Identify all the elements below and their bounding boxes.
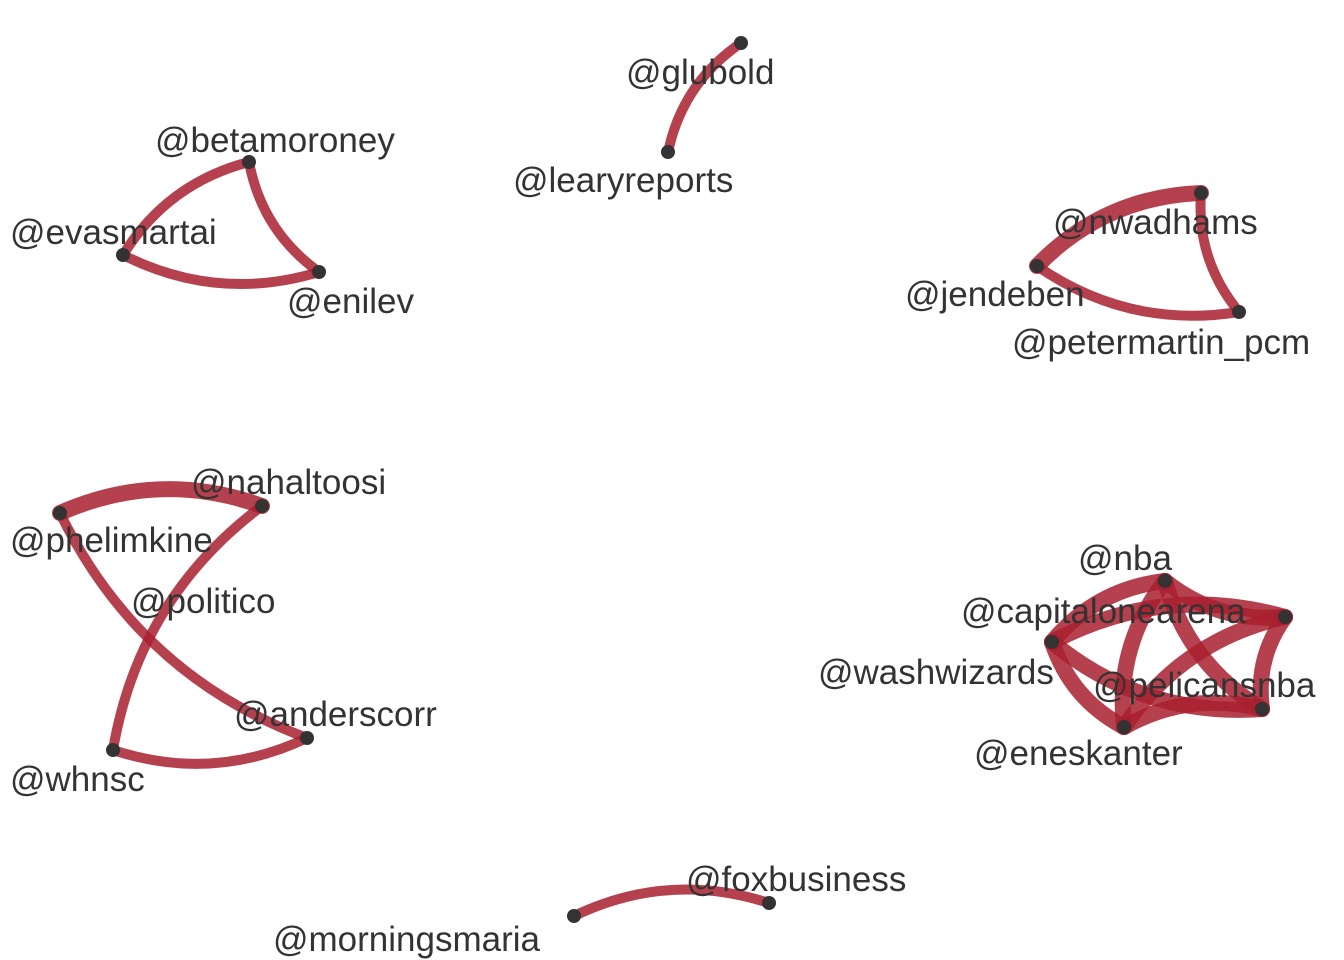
node-jendeben	[1030, 259, 1044, 273]
node-petermartin_pcm	[1232, 305, 1246, 319]
node-label-glubold: @glubold	[626, 53, 774, 92]
node-label-politico: @politico	[131, 582, 275, 621]
edge-whnsc-anderscorr	[108, 733, 312, 769]
node-pelicansnba	[1255, 702, 1269, 716]
edge-foxbusiness-morningsmaria	[569, 884, 774, 921]
node-whnsc	[106, 743, 120, 757]
node-foxbusiness	[762, 896, 776, 910]
node-label-washwizards: @washwizards	[818, 653, 1054, 692]
node-nwadhams	[1194, 186, 1208, 200]
node-learyreports	[661, 145, 675, 159]
node-label-petermartin_pcm: @petermartin_pcm	[1012, 323, 1310, 362]
node-nba	[1158, 574, 1172, 588]
edge-phelimkine-anderscorr	[55, 508, 312, 743]
node-label-morningsmaria: @morningsmaria	[273, 920, 541, 959]
node-label-betamoroney: @betamoroney	[155, 121, 395, 160]
edge-evasmartai-enilev	[118, 250, 324, 290]
node-evasmartai	[116, 248, 130, 262]
node-label-pelicansnba: @pelicansnba	[1093, 666, 1316, 705]
label-layer: @glubold @learyreports @betamoroney @evasma…	[10, 53, 1316, 959]
node-enilev	[312, 265, 326, 279]
node-layer	[53, 36, 1292, 923]
node-label-enilev: @enilev	[287, 282, 414, 321]
edge-glubold-learyreports	[663, 38, 746, 157]
node-label-learyreports: @learyreports	[513, 161, 733, 200]
edge-betamoroney-enilev	[244, 157, 324, 277]
node-capitalonearena	[1278, 610, 1292, 624]
node-morningsmaria	[567, 909, 581, 923]
node-label-jendeben: @jendeben	[905, 275, 1085, 314]
node-label-eneskanter: @eneskanter	[974, 734, 1183, 773]
node-label-nwadhams: @nwadhams	[1053, 203, 1258, 242]
edge-pelicansnba-eneskanter	[1116, 694, 1270, 735]
node-washwizards	[1045, 635, 1059, 649]
edge-nwadhams-jendeben	[1029, 185, 1209, 274]
node-label-whnsc: @whnsc	[10, 760, 145, 799]
node-label-anderscorr: @anderscorr	[234, 695, 437, 734]
node-glubold	[734, 36, 748, 50]
node-label-nahaltoosi: @nahaltoosi	[191, 463, 386, 502]
edge-washwizards-eneskanter	[1044, 634, 1132, 735]
edge-nahaltoosi-phelimkine	[52, 481, 270, 521]
node-nahaltoosi	[255, 499, 269, 513]
node-anderscorr	[300, 731, 314, 745]
edge-betamoroney-evasmartai	[118, 157, 254, 260]
edge-capitalonearena-washwizards	[1044, 596, 1293, 650]
node-label-capitalonearena: @capitalonearena	[961, 592, 1246, 631]
node-label-nba: @nba	[1078, 539, 1172, 578]
node-label-phelimkine: @phelimkine	[10, 521, 213, 560]
edge-jendeben-petermartin_pcm	[1032, 261, 1244, 321]
node-label-evasmartai: @evasmartai	[10, 213, 217, 252]
node-label-foxbusiness: @foxbusiness	[686, 860, 906, 899]
node-phelimkine	[53, 506, 67, 520]
edge-layer	[52, 38, 1293, 921]
node-betamoroney	[242, 155, 256, 169]
edge-nba-eneskanter	[1114, 573, 1173, 735]
edge-nahaltoosi-whnsc	[108, 501, 267, 755]
edge-nwadhams-petermartin_pcm	[1195, 188, 1244, 317]
edge-capitalonearena-eneskanter	[1116, 609, 1293, 735]
node-eneskanter	[1117, 720, 1131, 734]
